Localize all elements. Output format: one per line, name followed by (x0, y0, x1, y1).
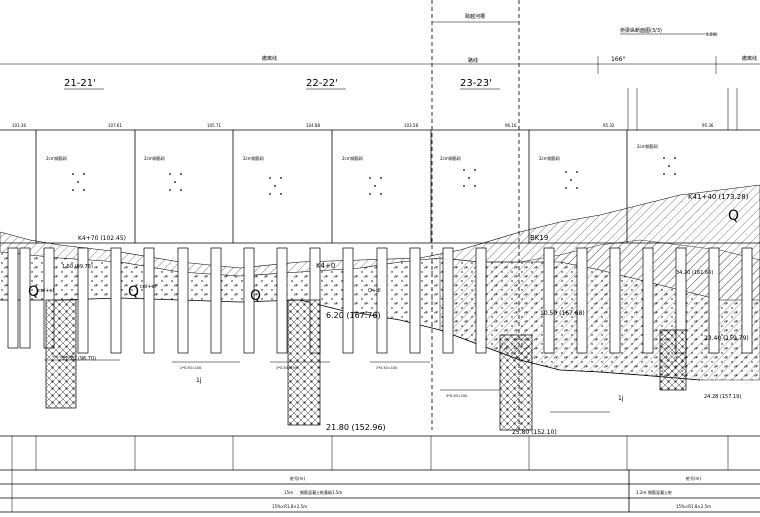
table-row-c-left: 15%×R1.8×2.5m (272, 504, 307, 509)
depth-mid-label: 6.20 (167.76) (326, 311, 381, 320)
depth-right-c: 24.28 (157.19) (704, 394, 741, 400)
k-mid-label: K4+0 (316, 262, 335, 270)
bay-elev-5: 103.58 (404, 123, 418, 128)
soil-tag-1: col+el (38, 288, 54, 294)
k-right-label: K41+40 (173.28) (688, 193, 749, 201)
svg-text:2cm钢筋网: 2cm钢筋网 (243, 155, 264, 161)
soil-q1: Q (28, 284, 39, 300)
span-note: 跨越河槽 (465, 13, 485, 20)
bay-frames (35, 130, 628, 243)
k-left-label: K4+70 (102.45) (78, 235, 126, 242)
soil-q2: Q (128, 284, 139, 300)
bay-elev-1: 101.36 (12, 123, 26, 128)
bay-elev-7: 95.32 (603, 123, 615, 128)
depth-bottom-mid: 21.80 (152.96) (326, 423, 386, 432)
svg-text:3*0.50=150: 3*0.50=150 (446, 394, 467, 398)
bay-elevations: 101.36 107.61 105.71 104.88 103.58 96.16… (12, 123, 714, 128)
bay-elev-3: 105.71 (207, 123, 221, 128)
svg-text:2*0.50=100: 2*0.50=100 (180, 366, 201, 370)
depth-right-a: 34.20 (161.60) (676, 270, 713, 276)
svg-text:2cm钢筋网: 2cm钢筋网 (144, 155, 165, 161)
svg-text:3*0.50=150: 3*0.50=150 (52, 355, 73, 359)
depth-center: 10.50 (167.68) (540, 310, 585, 317)
drawing-title: 桥梁纵断面图(3/3) (620, 27, 662, 34)
drawing-scale: 1:200 (706, 32, 718, 37)
svg-text:2cm钢筋网: 2cm钢筋网 (637, 143, 658, 149)
bay-elev-4: 104.88 (306, 123, 320, 128)
table-row-a-left: 桩号(m) (290, 475, 305, 481)
svg-text:3*0.50=150: 3*0.50=150 (376, 366, 397, 370)
k-center-label: BK19 (530, 234, 548, 242)
left-name: 撤离线 (262, 55, 277, 62)
bottom-table: 桩号(m) 桩号(m) 15m 钢筋混凝土桩基础1.5m 1.2m 钢筋混凝土桩… (0, 435, 760, 513)
bay-dot-groups (72, 157, 676, 195)
right-elevation-ticks (627, 88, 738, 130)
soil-q4: Q (728, 208, 739, 224)
section-mark-23: 23-23' (460, 78, 492, 89)
note-left: 1j (196, 377, 202, 384)
bay-elev-2: 107.61 (108, 123, 122, 128)
pile-dimensions: 3*0.50=150 2*0.50=100 3*0.50=150 3*0.50=… (44, 355, 610, 413)
bay-elev-6: 96.16 (505, 123, 517, 128)
table-row-b-right: 1.2m (636, 490, 646, 495)
depth-left-low: 21.20 (96.70) (62, 356, 96, 362)
svg-text:2cm钢筋网: 2cm钢筋网 (440, 155, 461, 161)
bay-mid-labels: 2cm钢筋网 2cm钢筋网 2cm钢筋网 2cm钢筋网 2cm钢筋网 2cm钢筋… (46, 143, 658, 161)
section-mark-21: 21-21' (64, 78, 96, 89)
angle-label: 166° (611, 56, 625, 63)
rock-sockets (45, 299, 687, 431)
section-mark-22: 22-22' (306, 78, 338, 89)
table-row-b-left: 15m (284, 490, 293, 495)
k-left-sub: 1.50 (99.76) (62, 264, 93, 270)
table-row-b-left-note: 钢筋混凝土桩基础1.5m (300, 489, 342, 495)
table-row-a-right: 桩号(m) (686, 475, 701, 481)
svg-text:2cm钢筋网: 2cm钢筋网 (539, 155, 560, 161)
depth-bottom-right: 25.80 (152.10) (512, 429, 557, 436)
bay-elev-8: 95.36 (702, 123, 714, 128)
svg-text:2cm钢筋网: 2cm钢筋网 (46, 155, 67, 161)
table-row-c-right: 15%×R1.8×2.5m (676, 504, 711, 509)
soil-tag-3: Q+dl (368, 288, 381, 294)
soil-q3: Q (250, 288, 261, 304)
right-name: 撤离线 (742, 55, 757, 62)
piles (7, 247, 753, 354)
table-row-b-right-note: 钢筋混凝土桩 (648, 489, 672, 495)
annotations: K4+70 (102.45) 1.50 (99.76) K4+0 6.20 (1… (28, 193, 749, 436)
depth-right-b: 23.40 (159.79) (704, 335, 749, 342)
note-right: 1j (618, 395, 624, 402)
mid-name: 路线 (468, 57, 478, 64)
soil-tag-2: col+el (140, 284, 156, 290)
svg-text:2cm钢筋网: 2cm钢筋网 (342, 155, 363, 161)
svg-text:3*0.50=150: 3*0.50=150 (276, 366, 297, 370)
